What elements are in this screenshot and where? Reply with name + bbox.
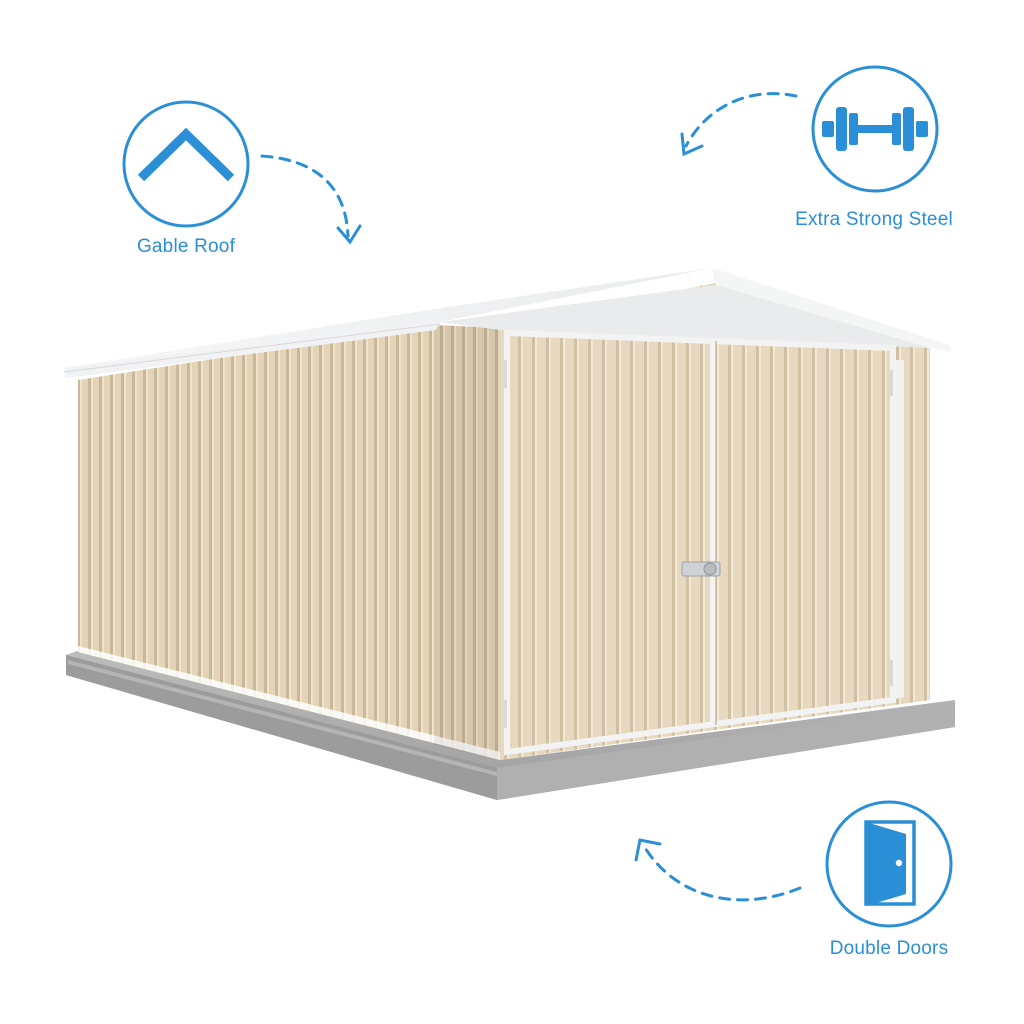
double-doors [503, 329, 896, 756]
concrete-slab [66, 650, 955, 800]
arrow-to-roof [260, 154, 362, 245]
extra-strong-steel-label: Extra Strong Steel [795, 209, 953, 230]
gable-roof-feature [122, 100, 250, 228]
shed-side-wall [78, 325, 500, 760]
arrow-to-doors [634, 838, 802, 902]
gable-roof-icon [137, 127, 235, 182]
door-latch [681, 561, 721, 577]
shed-roof [63, 268, 950, 378]
double-doors-feature [825, 800, 953, 928]
extra-strong-steel-feature [811, 65, 939, 193]
double-doors-label: Double Doors [829, 938, 949, 959]
door-icon [864, 820, 916, 906]
gable-roof-label: Gable Roof [136, 236, 236, 257]
dumbbell-icon [822, 107, 928, 151]
arrow-to-walls [680, 92, 798, 157]
